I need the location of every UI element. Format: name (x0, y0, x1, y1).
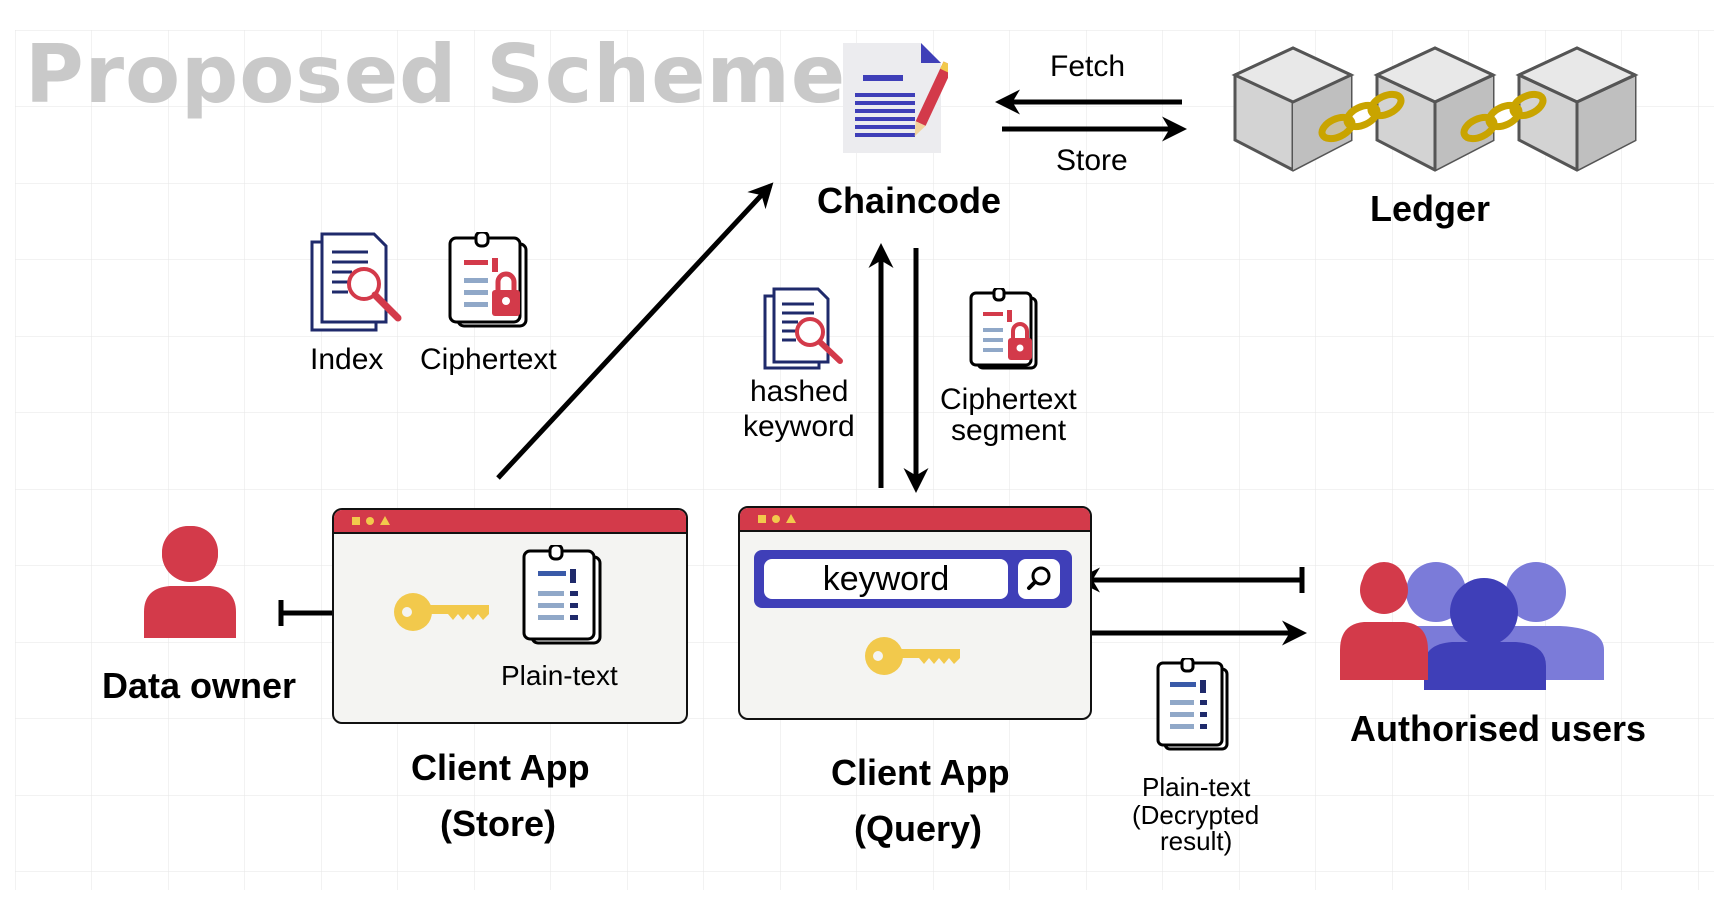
window-control-square[interactable] (758, 515, 766, 523)
store-label: Store (1056, 144, 1128, 177)
search-button[interactable] (1018, 559, 1060, 599)
data-owner-label: Data owner (102, 665, 297, 706)
result-label-3: result) (1160, 826, 1233, 856)
chain-link-icon (1460, 90, 1547, 143)
client-store-label-1: Client App (411, 747, 590, 788)
ciphertext-label: Ciphertext (420, 343, 557, 376)
upload-arrow (496, 182, 774, 480)
window-control-circle[interactable] (772, 515, 780, 523)
result-label-1: Plain-text (1142, 772, 1251, 802)
window-control-circle[interactable] (366, 517, 374, 525)
plain-text-label: Plain-text (501, 660, 618, 691)
window-titlebar (740, 508, 1090, 532)
ledger-blocks (1231, 46, 1639, 172)
index-label: Index (310, 343, 384, 376)
hashed-keyword-label-2: keyword (743, 410, 855, 443)
result-label-2: (Decrypted (1132, 800, 1260, 830)
window-control-triangle[interactable] (380, 516, 390, 525)
key-icon (394, 593, 489, 631)
chaincode-label: Chaincode (817, 180, 1002, 221)
chain-link-icon (1318, 90, 1405, 143)
search-bar: keyword (754, 550, 1072, 608)
authorised-users-label: Authorised users (1350, 708, 1647, 749)
window-control-square[interactable] (352, 517, 360, 525)
ciphertext-segment-label-2: segment (951, 414, 1067, 447)
client-app-query-window: keyword (738, 506, 1092, 720)
ciphertext-segment-label-1: Ciphertext (940, 383, 1077, 416)
magnifier-icon (1027, 566, 1051, 590)
document-icon (1156, 658, 1229, 751)
locked-document-icon (448, 232, 528, 328)
users-group-icon (1340, 562, 1604, 690)
search-input[interactable]: keyword (764, 559, 1008, 599)
client-app-store-window (332, 508, 688, 724)
search-document-icon (763, 287, 843, 370)
window-titlebar (334, 510, 686, 534)
page-title: Proposed Scheme (25, 28, 847, 121)
ledger-label: Ledger (1370, 188, 1491, 229)
hashed-keyword-label-1: hashed (750, 375, 849, 408)
block-cube-icon (1515, 46, 1639, 172)
fetch-label: Fetch (1050, 50, 1126, 83)
window-control-triangle[interactable] (786, 514, 796, 523)
search-document-icon (310, 232, 402, 332)
document-pen-icon (843, 43, 948, 153)
locked-document-icon (969, 288, 1038, 370)
block-cube-icon (1373, 46, 1497, 172)
block-cube-icon (1231, 46, 1355, 172)
user-icon (144, 526, 236, 638)
search-input-value: keyword (822, 560, 950, 598)
client-store-label-2: (Store) (440, 803, 556, 844)
key-icon (865, 637, 960, 675)
client-query-label-1: Client App (831, 752, 1010, 793)
document-icon (522, 545, 602, 645)
client-query-label-2: (Query) (854, 808, 983, 849)
